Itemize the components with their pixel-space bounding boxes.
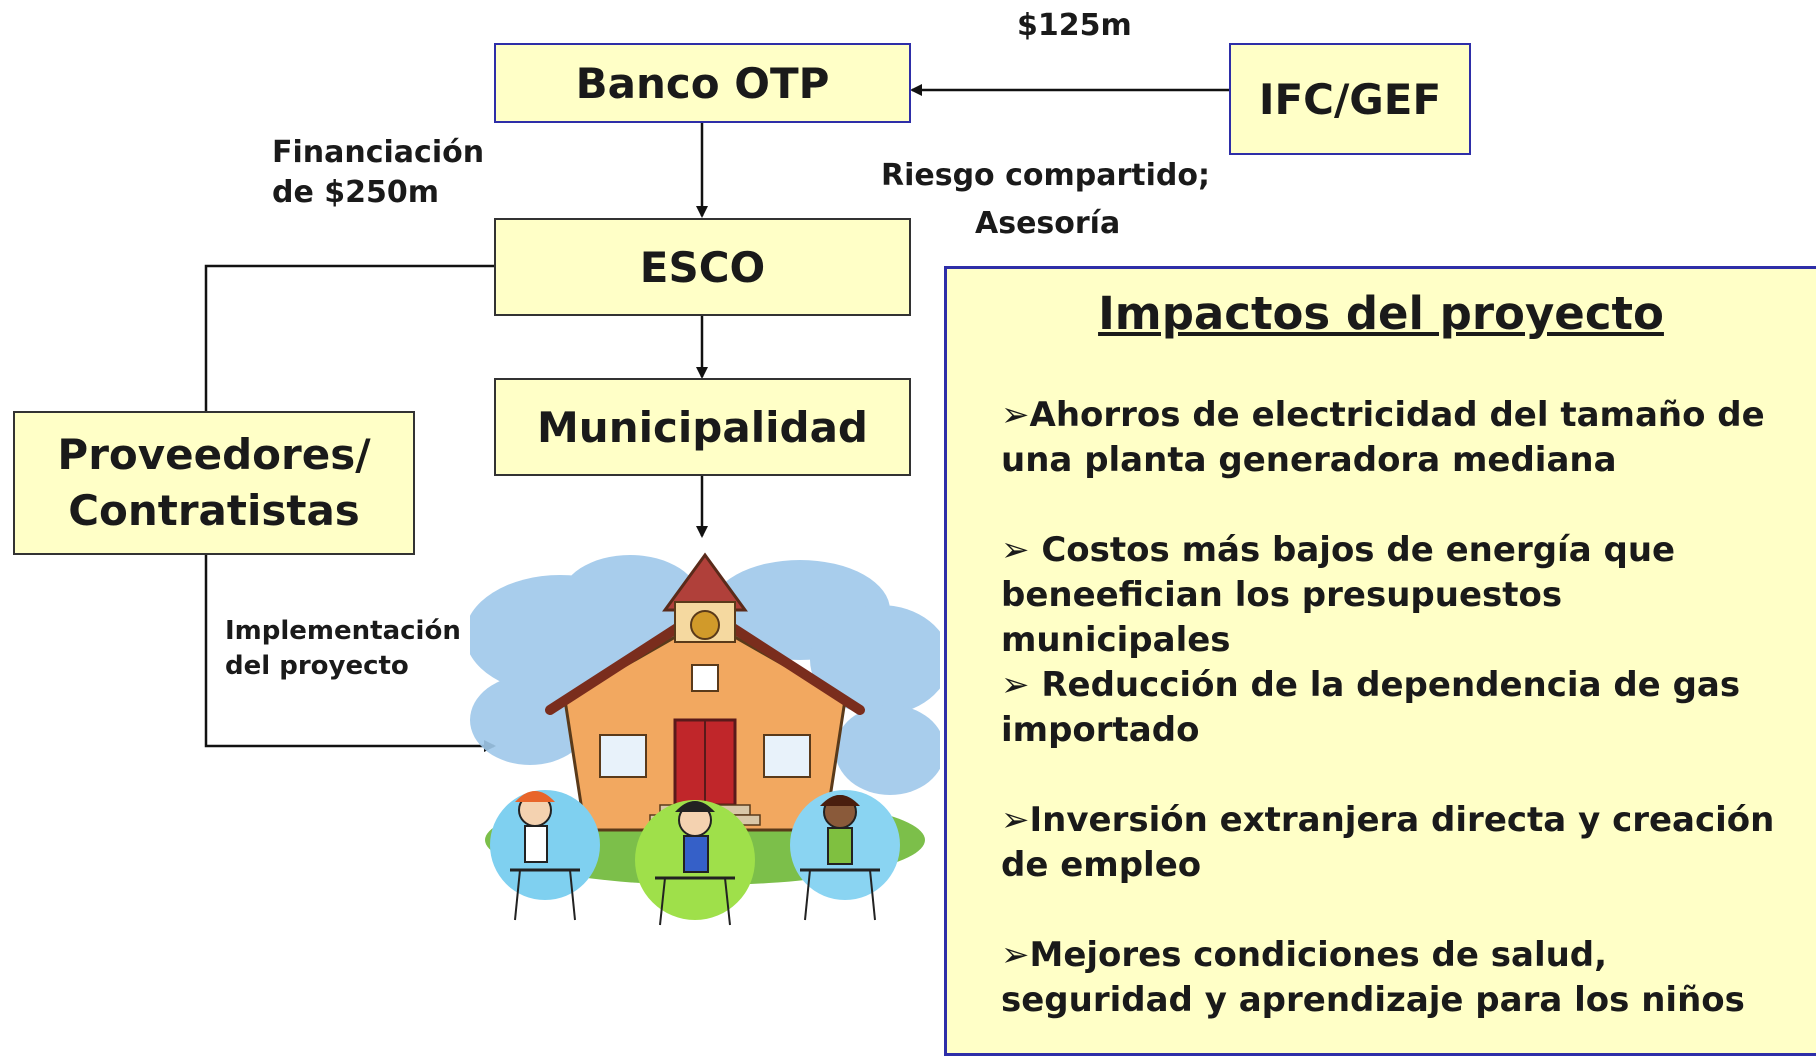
child-center-icon bbox=[655, 801, 735, 926]
arrow-bullet-icon: ➢ bbox=[1001, 395, 1030, 435]
label-financiacion-1: Financiación bbox=[272, 135, 485, 170]
arrow-bullet-icon: ➢ bbox=[1001, 665, 1030, 705]
node-proveedores-label-1: Proveedores/ bbox=[57, 430, 371, 479]
impact-item-1: ➢Ahorros de electricidad del tamaño de u… bbox=[1001, 393, 1791, 483]
child-left-icon bbox=[510, 791, 580, 921]
label-riesgo-compartido-2: Asesoría bbox=[975, 206, 1121, 241]
node-esco: ESCO bbox=[494, 218, 911, 316]
school-illustration bbox=[470, 552, 940, 926]
impacts-panel: Impactos del proyecto ➢Ahorros de electr… bbox=[944, 266, 1816, 1056]
label-financiacion-2: de $250m bbox=[272, 175, 440, 210]
label-riesgo-compartido-1: Riesgo compartido; bbox=[881, 158, 1210, 193]
node-municipalidad: Municipalidad bbox=[494, 378, 911, 476]
node-esco-label: ESCO bbox=[639, 242, 766, 292]
node-proveedores: Proveedores/ Contratistas bbox=[13, 411, 415, 555]
node-ifc-gef: IFC/GEF bbox=[1229, 43, 1471, 155]
impact-item-3-text: Reducción de la dependencia de gas impor… bbox=[1001, 665, 1741, 750]
arrow-bullet-icon: ➢ bbox=[1001, 530, 1030, 570]
arrow-bullet-icon: ➢ bbox=[1001, 935, 1030, 975]
node-banco-otp-label: Banco OTP bbox=[575, 58, 830, 108]
impact-item-4-text: Inversión extranjera directa y creación … bbox=[1001, 800, 1775, 885]
node-proveedores-label-2: Contratistas bbox=[68, 486, 360, 535]
arrow-bullet-icon: ➢ bbox=[1001, 800, 1030, 840]
arrow-proveedores-to-school bbox=[204, 555, 496, 752]
label-implementacion-2: del proyecto bbox=[225, 651, 409, 681]
impact-item-5: ➢Mejores condiciones de salud, seguridad… bbox=[1001, 933, 1791, 1023]
impact-item-3: ➢ Reducción de la dependencia de gas imp… bbox=[1001, 663, 1791, 753]
label-implementacion-1: Implementación bbox=[225, 616, 461, 646]
line-esco-to-proveedores bbox=[204, 264, 494, 411]
impact-item-2-text: Costos más bajos de energía que beneefic… bbox=[1001, 530, 1676, 660]
child-right-icon bbox=[800, 795, 880, 921]
window-left bbox=[599, 734, 647, 778]
impact-item-1-text: Ahorros de electricidad del tamaño de un… bbox=[1001, 395, 1765, 480]
window-right bbox=[763, 734, 811, 778]
impact-item-4: ➢Inversión extranjera directa y creación… bbox=[1001, 798, 1791, 888]
node-municipalidad-label: Municipalidad bbox=[537, 402, 868, 452]
node-banco-otp: Banco OTP bbox=[494, 43, 911, 123]
impacts-title: Impactos del proyecto bbox=[1098, 287, 1664, 340]
cloud-background bbox=[470, 555, 940, 795]
label-125m: $125m bbox=[1017, 8, 1132, 43]
node-ifc-gef-label: IFC/GEF bbox=[1258, 74, 1442, 124]
bell-icon bbox=[690, 610, 720, 640]
impact-item-2: ➢ Costos más bajos de energía que beneef… bbox=[1001, 528, 1791, 663]
impact-item-5-text: Mejores condiciones de salud, seguridad … bbox=[1001, 935, 1745, 1020]
